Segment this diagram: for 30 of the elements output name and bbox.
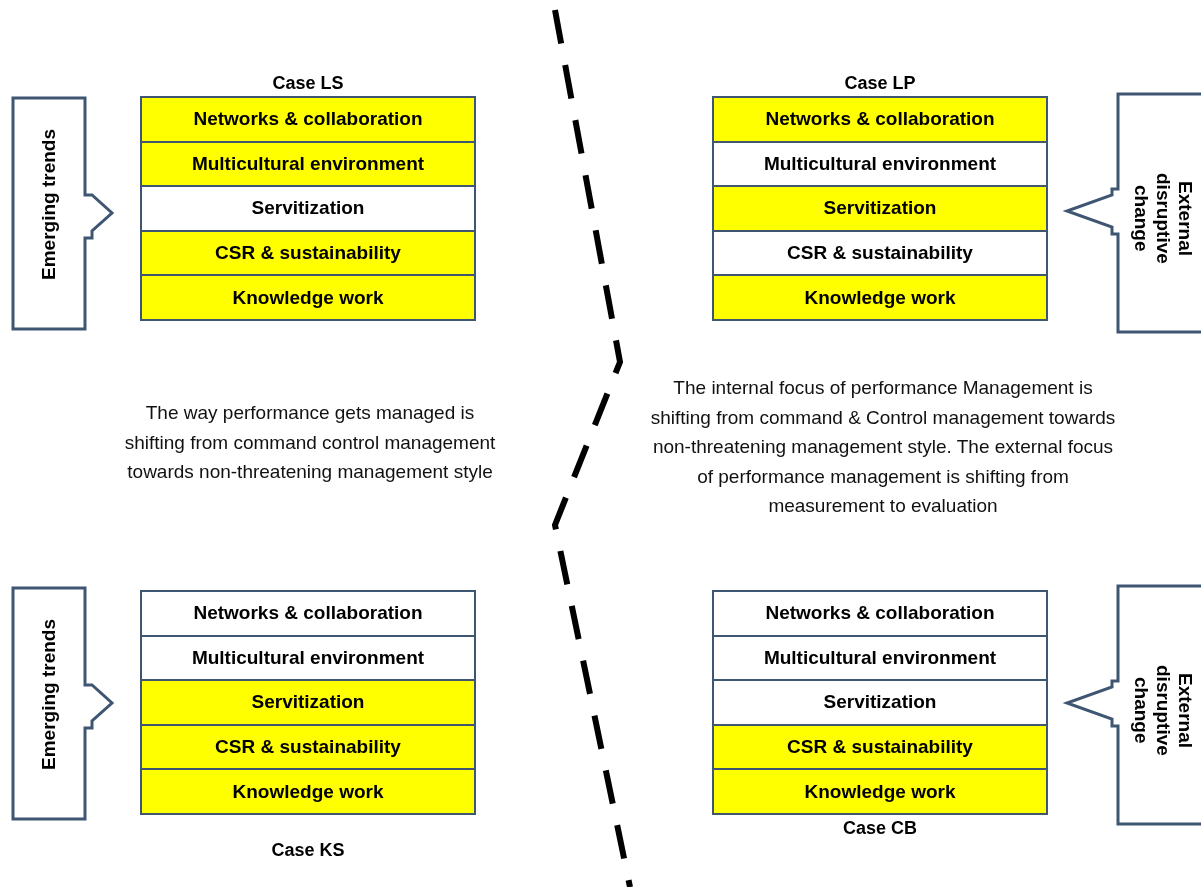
case-heading: Case CB	[842, 816, 918, 840]
description-text: The way performance gets managed is shifting from command control management towards non-threatening management style	[123, 401, 497, 484]
arrow-label: Emerging trends	[38, 619, 60, 770]
trend-bar: Servitization	[712, 679, 1048, 726]
trend-bar: CSR & sustainability	[712, 229, 1048, 277]
trend-bar: Servitization	[712, 185, 1048, 232]
trend-bar: Networks & collaboration	[140, 590, 476, 637]
trend-bar: Servitization	[140, 185, 476, 232]
trend-bar: CSR & sustainability	[140, 723, 476, 771]
trend-bar: Multicultural environment	[712, 634, 1048, 682]
trend-bar: Knowledge work	[140, 768, 476, 815]
trend-bar: Networks & collaboration	[712, 590, 1048, 637]
case-heading: Case LS	[271, 72, 345, 95]
arrow-label: External disruptive change	[1130, 663, 1196, 758]
description-text: The internal focus of performance Management is shifting from command & Control management towards non-threatening management style. The external focus of performance management is shifting from measurement to evaluation	[649, 376, 1117, 518]
trend-bar: Knowledge work	[712, 274, 1048, 321]
trend-bar: Networks & collaboration	[712, 96, 1048, 143]
case-heading: Case KS	[270, 838, 346, 862]
arrow-label: Emerging trends	[38, 129, 60, 280]
trend-bar: Knowledge work	[140, 274, 476, 321]
case-heading: Case LP	[843, 72, 917, 95]
trend-bar: Multicultural environment	[712, 140, 1048, 188]
trend-bar: Multicultural environment	[140, 634, 476, 682]
trend-bar: Networks & collaboration	[140, 96, 476, 143]
trend-bar: Multicultural environment	[140, 140, 476, 188]
trend-bar: CSR & sustainability	[140, 229, 476, 277]
arrow-label: External disruptive change	[1130, 171, 1196, 266]
trend-bar: Servitization	[140, 679, 476, 726]
trend-bar: Knowledge work	[712, 768, 1048, 815]
trend-bar: CSR & sustainability	[712, 723, 1048, 771]
